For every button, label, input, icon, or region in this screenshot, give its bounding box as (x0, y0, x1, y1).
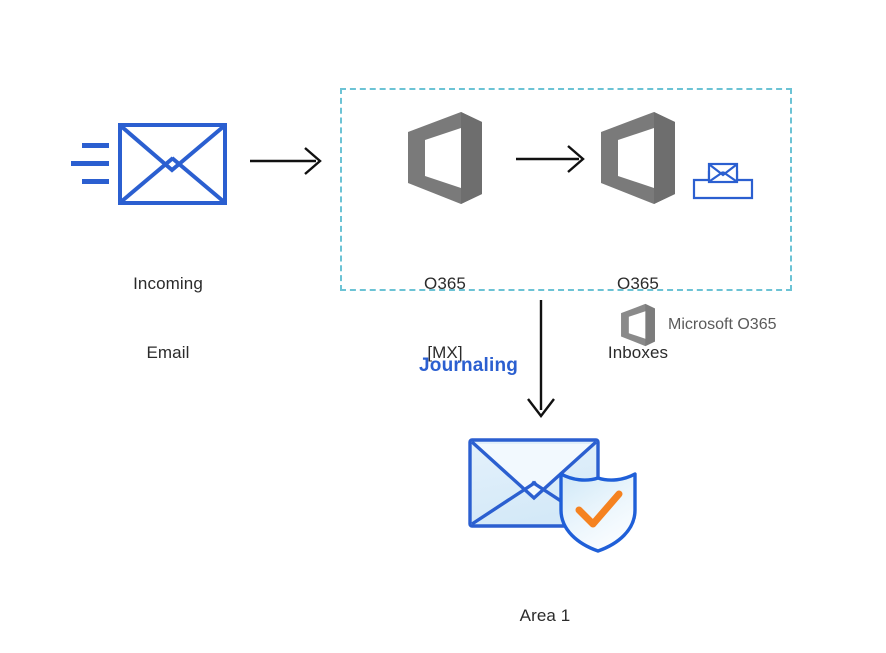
o365-inboxes-caption: O365 Inboxes (558, 226, 718, 410)
inbox-envelope-flap (709, 164, 737, 177)
area1-email-security-caption: Area 1 email security (465, 558, 625, 653)
area1-email-security-node (462, 428, 638, 553)
edge-inboxes-to-area1 (522, 300, 560, 422)
arrow-down-icon (527, 300, 555, 418)
legend-o365-icon-wrap (618, 303, 658, 347)
area1-envelope-flap-fill (474, 444, 594, 498)
inbox-tray-icon (692, 162, 754, 200)
arrow-right-icon (250, 147, 322, 175)
area1-envelope-diagonal-left (471, 480, 537, 526)
shielded-envelope-icon (468, 438, 637, 553)
incoming-email-node (70, 118, 230, 210)
o365-mx-caption-line2: [MX] (427, 343, 463, 362)
o365-inboxes-caption-line1: O365 (617, 274, 659, 293)
journaling-label: Journaling (419, 355, 519, 376)
office365-logo-icon (601, 112, 675, 204)
envelope-diagonal-left (120, 156, 175, 203)
check-icon (575, 490, 623, 528)
legend-label: Microsoft O365 (668, 316, 777, 333)
microsoft-o365-boundary-region (340, 88, 792, 291)
o365-mx-node (405, 110, 485, 206)
incoming-email-caption-line2: Email (146, 343, 190, 362)
speed-line-bottom (82, 179, 109, 184)
office365-logo-icon (621, 303, 655, 347)
edge-incoming-to-mx (250, 142, 325, 180)
arrow-right-icon (516, 145, 585, 173)
incoming-email-caption-line1: Incoming (133, 274, 203, 293)
envelope-flap (120, 125, 225, 173)
envelope-diagonal-right (170, 156, 225, 203)
o365-inboxes-caption-line2: Inboxes (607, 343, 669, 362)
edge-mx-to-inboxes (516, 140, 588, 178)
o365-mx-caption: O365 [MX] (365, 226, 525, 410)
o365-inboxes-tray (692, 160, 754, 202)
area1-envelope-flap (470, 440, 598, 501)
shield-badge (559, 472, 637, 553)
o365-inboxes-node (598, 110, 678, 206)
speed-line-top (82, 143, 109, 148)
incoming-email-caption: Incoming Email (88, 226, 248, 410)
o365-mx-caption-line1: O365 (424, 274, 466, 293)
envelope-icon (71, 123, 227, 205)
speed-line-middle (71, 161, 109, 166)
area1-caption-line1: Area 1 (519, 606, 571, 625)
office365-logo-icon (408, 112, 482, 204)
